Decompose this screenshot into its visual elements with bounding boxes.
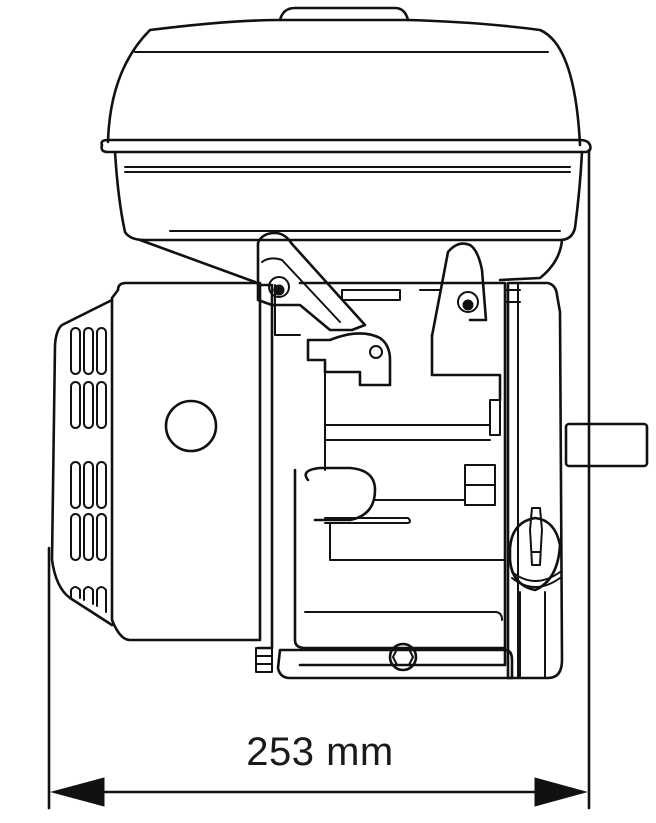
crankcase [274, 281, 514, 680]
tank-brackets [256, 231, 488, 338]
recoil-starter-cover [50, 281, 274, 673]
dimension-label: 253 mm [246, 730, 394, 774]
dimension-253mm [47, 148, 591, 810]
oil-filler-cap [508, 507, 562, 679]
pto-housing [504, 281, 649, 680]
arrowhead-right-icon [534, 777, 588, 807]
arrowhead-left-icon [50, 777, 105, 807]
fuel-tank [100, 6, 592, 284]
cooling-vents [70, 327, 107, 613]
crankshaft [564, 422, 649, 468]
